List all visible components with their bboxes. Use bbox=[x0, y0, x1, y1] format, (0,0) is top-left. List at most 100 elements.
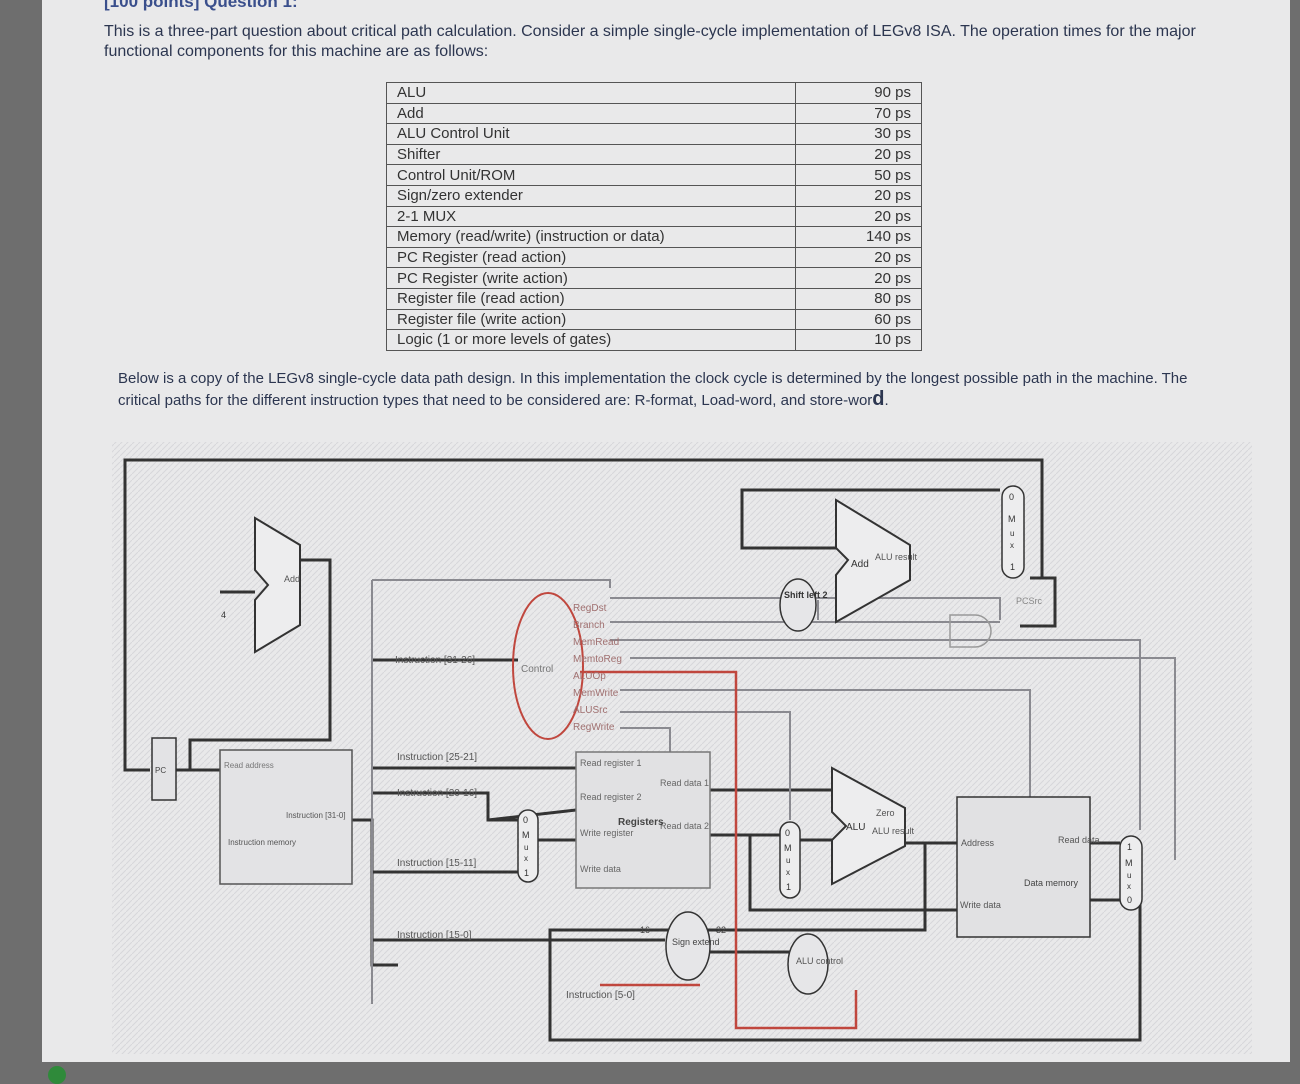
memtoreg-mux-0: 0 bbox=[1127, 895, 1132, 905]
alusrc-mux-x: x bbox=[786, 868, 790, 877]
instruction-output-label: Instruction [31-0] bbox=[286, 811, 346, 820]
read-data-label: Read data bbox=[1058, 835, 1100, 845]
alusrc-mux-m: M bbox=[784, 843, 792, 853]
regdst-mux-x: x bbox=[524, 854, 528, 863]
registers-label: Registers bbox=[618, 817, 664, 828]
regdst-mux-0: 0 bbox=[523, 815, 528, 825]
control-signal-label: RegDst bbox=[573, 603, 607, 614]
component-name: Memory (read/write) (instruction or data… bbox=[386, 226, 796, 248]
datapath-paragraph: Below is a copy of the LEGv8 single-cycl… bbox=[118, 368, 1198, 411]
control-signal-label: MemRead bbox=[573, 637, 619, 648]
regdst-mux-u: u bbox=[524, 843, 528, 852]
pcsrc-mux bbox=[1001, 485, 1025, 579]
memtoreg-mux bbox=[1119, 835, 1143, 911]
read-data-1-label: Read data 1 bbox=[660, 778, 709, 788]
alusrc-mux-1: 1 bbox=[786, 882, 791, 892]
component-row: PC Register (write action)20 ps bbox=[386, 267, 922, 289]
component-row: PC Register (read action)20 ps bbox=[386, 246, 922, 269]
component-row: Logic (1 or more levels of gates)10 ps bbox=[386, 329, 922, 351]
pcsrc-mux-0: 0 bbox=[1009, 492, 1014, 502]
instr-15-11-label: Instruction [15-11] bbox=[397, 858, 477, 869]
alu-result-label: ALU result bbox=[872, 826, 915, 836]
read-data-2-label: Read data 2 bbox=[660, 821, 709, 831]
main-alu bbox=[831, 766, 906, 886]
data-memory bbox=[956, 796, 1091, 938]
component-row: Memory (read/write) (instruction or data… bbox=[386, 226, 922, 248]
component-name: Register file (write action) bbox=[386, 308, 796, 331]
control-signal-label: MemtoReg bbox=[573, 654, 622, 665]
control-signal-label: RegWrite bbox=[573, 722, 615, 733]
pcsrc-label: PCSrc bbox=[1016, 596, 1043, 606]
control-signal-label: MemWrite bbox=[573, 688, 619, 699]
branch-adder-add-label: Add bbox=[851, 559, 869, 570]
component-time: 80 ps bbox=[795, 287, 922, 310]
address-label: Address bbox=[961, 838, 995, 848]
shift-left-2-unit bbox=[779, 578, 817, 632]
instr-15-0-label: Instruction [15-0] bbox=[397, 930, 472, 941]
instruction-memory-label: Instruction memory bbox=[228, 838, 296, 847]
component-name: Register file (read action) bbox=[386, 287, 796, 310]
alusrc-mux bbox=[779, 821, 801, 899]
memtoreg-mux-m: M bbox=[1125, 858, 1133, 868]
alu-label: ALU bbox=[846, 822, 865, 833]
write-data-label: Write data bbox=[580, 864, 621, 874]
pc-register bbox=[151, 737, 177, 801]
component-name: Shifter bbox=[386, 143, 796, 166]
component-time: 10 ps bbox=[795, 329, 922, 351]
component-name: ALU bbox=[386, 82, 796, 104]
pcsrc-mux-u: u bbox=[1010, 529, 1014, 538]
const-4-label: 4 bbox=[221, 610, 226, 620]
register-file bbox=[575, 751, 711, 889]
read-address-label: Read address bbox=[224, 761, 274, 770]
control-signal-label: ALUOp bbox=[573, 671, 606, 682]
datapath-paragraph-text: Below is a copy of the LEGv8 single-cycl… bbox=[118, 370, 1188, 409]
regdst-mux-m: M bbox=[522, 830, 530, 840]
pc-adder bbox=[254, 516, 301, 654]
highlighted-wires bbox=[580, 670, 858, 1030]
component-row: Register file (write action)60 ps bbox=[386, 308, 922, 331]
datapath-paragraph-end: . bbox=[884, 392, 889, 409]
pcsrc-mux-x: x bbox=[1010, 541, 1014, 550]
branch-adder bbox=[835, 498, 911, 624]
instruction-memory bbox=[219, 749, 353, 885]
regdst-mux-1: 1 bbox=[524, 868, 529, 878]
datapath-paragraph-last-letter: d bbox=[872, 388, 885, 410]
bits-16-label: 16 bbox=[640, 925, 650, 935]
datapath-wires bbox=[123, 458, 1142, 1042]
regdst-mux bbox=[517, 809, 539, 883]
control-signals: RegDstBranchMemReadMemtoRegALUOpMemWrite… bbox=[573, 603, 622, 733]
alu-control-label: ALU control bbox=[796, 956, 843, 966]
write-register-label: Write register bbox=[580, 828, 633, 838]
read-register-2-label: Read register 2 bbox=[580, 792, 642, 802]
bits-32-label: 32 bbox=[716, 925, 726, 935]
memtoreg-mux-x: x bbox=[1127, 882, 1131, 891]
memtoreg-mux-u: u bbox=[1127, 871, 1131, 880]
sign-extend-label: Sign extend bbox=[672, 937, 720, 947]
data-memory-label: Data memory bbox=[1024, 878, 1079, 888]
question-heading: [100 points] Question 1: bbox=[104, 0, 298, 11]
instr-5-0-label: Instruction [5-0] bbox=[566, 990, 635, 1001]
mem-write-data-label: Write data bbox=[960, 900, 1001, 910]
control-label: Control bbox=[521, 664, 553, 675]
alusrc-mux-u: u bbox=[786, 856, 790, 865]
question-intro: This is a three-part question about crit… bbox=[104, 23, 1196, 60]
instr-31-26-label: Instruction [31-26] bbox=[395, 655, 475, 666]
shift-left-2-label: Shift left 2 bbox=[784, 590, 828, 600]
component-time: 60 ps bbox=[795, 308, 922, 331]
control-signal-label: ALUSrc bbox=[573, 705, 607, 716]
instr-20-16-label: Instruction [20-16] bbox=[397, 788, 477, 799]
zero-label: Zero bbox=[876, 808, 895, 818]
pc-adder-label: Add bbox=[284, 574, 300, 584]
status-dot bbox=[48, 1066, 66, 1084]
component-row: Register file (read action)80 ps bbox=[386, 287, 922, 310]
alu-control-unit bbox=[787, 933, 829, 995]
component-name: PC Register (write action) bbox=[386, 267, 796, 289]
instr-25-21-label: Instruction [25-21] bbox=[397, 752, 477, 763]
pcsrc-mux-1: 1 bbox=[1010, 562, 1015, 572]
pcsrc-mux-m: M bbox=[1008, 514, 1016, 524]
